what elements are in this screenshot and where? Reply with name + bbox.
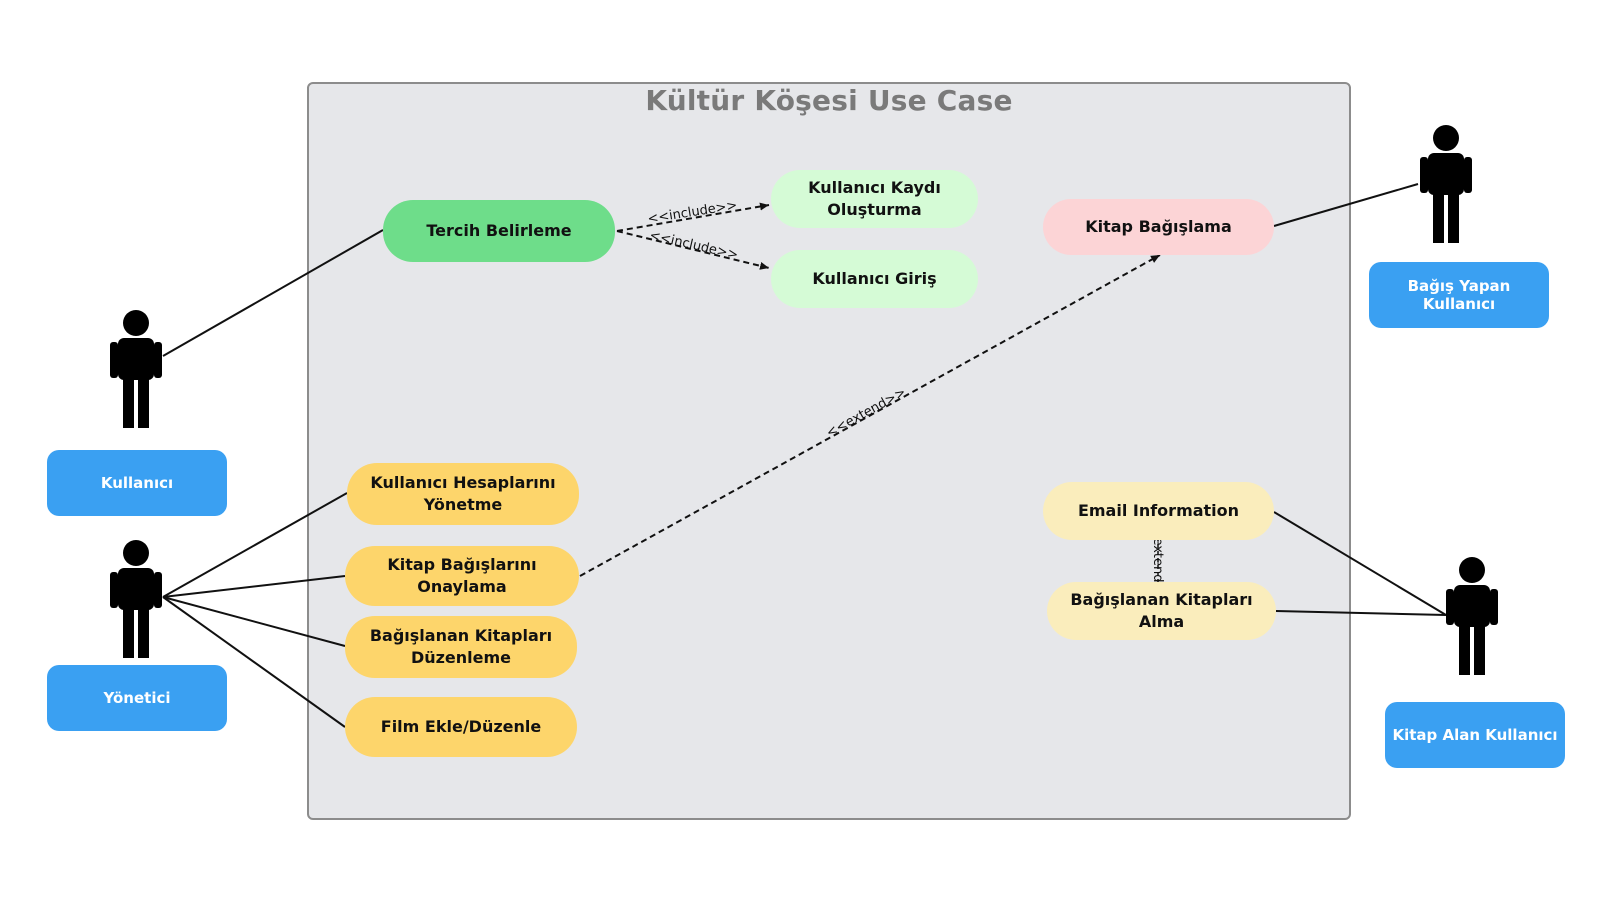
include-label-kayit: <<include>> <box>647 198 739 227</box>
usecase-alma-label: Bağışlanan Kitapları Alma <box>1070 590 1253 631</box>
association-bagisyapan-kitap <box>1273 183 1419 227</box>
usecase-hesap-label-line2: Yönetme <box>423 495 503 514</box>
usecase-onaylama-label: Kitap Bağışlarını Onaylama <box>387 555 537 596</box>
usecase-kitap-duzenleme: Bağışlanan Kitapları Düzenleme <box>345 616 577 678</box>
association-yonetici-hesap <box>162 492 348 598</box>
actor-bagis-yapan-icon <box>1420 125 1472 243</box>
diagram-title: Kültür Köşesi Use Case <box>645 84 1013 117</box>
usecase-kullanici-giris: Kullanıcı Giriş <box>771 250 978 308</box>
usecase-film-label: Film Ekle/Düzenle <box>380 717 542 736</box>
association-kitapalan-alma <box>1275 610 1447 616</box>
usecase-kitap-bagislama: Kitap Bağışlama <box>1043 199 1274 255</box>
include-arrow-kayit <box>616 202 770 232</box>
usecase-tercih-label: Tercih Belirleme <box>426 221 572 240</box>
association-yonetici-film <box>162 596 346 728</box>
actor-kitap-alan-icon <box>1446 557 1498 675</box>
actor-yonetici-icon <box>110 540 162 658</box>
usecase-email-information: Email Information <box>1043 482 1274 540</box>
usecase-kitap-bagislama-label: Kitap Bağışlama <box>1085 217 1232 236</box>
usecase-duzenleme-label-line1: Bağışlanan Kitapları <box>369 626 553 645</box>
usecase-duzenleme-label-line2: Düzenleme <box>410 648 512 667</box>
usecase-hesap-yonetme: Kullanıcı Hesaplarını Yönetme <box>347 463 579 525</box>
usecase-kitap-alma: Bağışlanan Kitapları Alma <box>1047 582 1276 640</box>
association-yonetici-onaylama <box>162 575 346 598</box>
association-kitapalan-email <box>1273 511 1447 616</box>
usecase-giris-label: Kullanıcı Giriş <box>812 269 937 288</box>
usecase-email-label: Email Information <box>1077 501 1240 520</box>
usecase-hesap-label-line1: Kullanıcı Hesaplarını <box>370 473 556 492</box>
include-arrow-giris <box>616 230 770 270</box>
actor-bagis-yapan-label: Bağış Yapan Kullanıcı <box>1369 262 1549 328</box>
usecase-kitap-onaylama: Kitap Bağışlarını Onaylama <box>345 546 579 606</box>
actor-kitap-alan-label: Kitap Alan Kullanıcı <box>1385 702 1565 768</box>
usecase-kayit-label: Kullanıcı Kaydı Oluşturma <box>808 178 941 219</box>
extend-label-kitap: <<extend>> <box>824 385 909 441</box>
actor-kullanici-label: Kullanıcı <box>47 450 227 516</box>
actor-kullanici-icon <box>110 310 162 428</box>
usecase-kullanici-kaydi: Kullanıcı Kaydı Oluşturma <box>771 170 978 228</box>
usecase-tercih-belirleme: Tercih Belirleme <box>383 200 615 262</box>
extend-arrow-kitap <box>579 254 1161 577</box>
include-label-giris: <<include>> <box>648 228 740 263</box>
usecase-film-ekle: Film Ekle/Düzenle <box>345 697 577 757</box>
actor-yonetici-label: Yönetici <box>47 665 227 731</box>
association-yonetici-duzenleme <box>162 596 346 647</box>
association-kullanici-tercih <box>162 229 384 357</box>
